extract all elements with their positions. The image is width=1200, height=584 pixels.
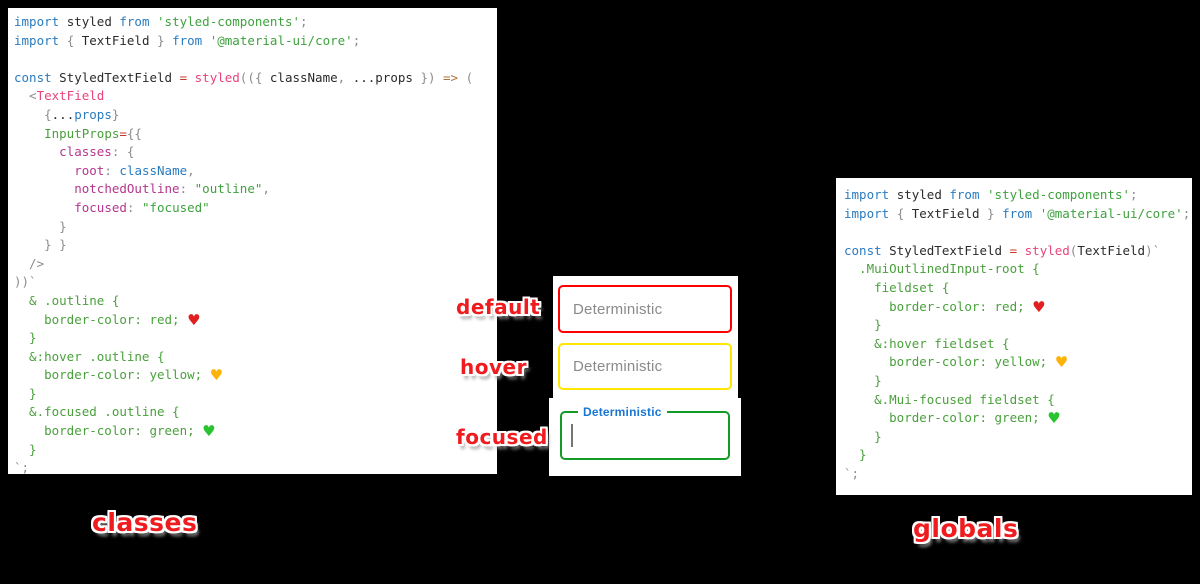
code-line: &.Mui-focused fieldset { [844,391,1055,407]
code-line: import { TextField } from '@material-ui/… [14,32,361,48]
code-line: } [14,441,37,457]
code-line [844,223,1192,242]
textfield-hover[interactable]: Deterministic [558,343,732,390]
code-line: const StyledTextField = styled(TextField… [844,242,1161,258]
green-heart-icon: ♥ [1047,409,1061,428]
code-line: &.focused .outline { [14,404,180,420]
code-line: } [14,330,37,346]
textfield-default[interactable]: Deterministic [558,285,732,333]
code-line [14,50,497,69]
textfield-focused[interactable]: Deterministic [560,405,730,460]
annotation-default: default [456,295,541,319]
code-line: `; [14,460,30,476]
code-line: } [844,317,882,333]
textfield-placeholder: Deterministic [573,300,663,318]
code-line: & .outline { [14,292,120,308]
yellow-heart-icon: ♥ [209,366,224,385]
yellow-heart-icon: ♥ [1054,353,1069,372]
right-code-panel: import styled from 'styled-components'; i… [836,178,1192,495]
code-line: border-color: green; ♥ [14,422,216,441]
code-line: import styled from 'styled-components'; [14,14,308,29]
code-line: import { TextField } from '@material-ui/… [844,205,1191,221]
code-line: ))` [14,274,37,290]
red-heart-icon: ♥ [1032,297,1046,316]
red-heart-icon: ♥ [187,310,201,329]
code-line: &:hover fieldset { [844,335,1010,351]
code-line: } [844,428,882,444]
code-line: import styled from 'styled-components'; [844,187,1138,202]
code-line: border-color: red; ♥ [14,310,201,329]
code-line: border-color: red; ♥ [844,297,1046,316]
code-line: <TextField [14,88,105,104]
annotation-hover: hover [460,355,527,379]
text-cursor [571,424,573,447]
code-block-globals: import styled from 'styled-components'; i… [836,178,1192,484]
annotation-focused: focused [456,425,548,449]
code-line: border-color: green; ♥ [844,409,1061,428]
code-line: &:hover .outline { [14,348,165,364]
code-line: } } [14,237,67,253]
left-code-panel: import styled from 'styled-components'; i… [8,8,497,475]
code-line: border-color: yellow; ♥ [14,366,224,385]
textfield-placeholder: Deterministic [573,358,663,375]
code-line: border-color: yellow; ♥ [844,353,1069,372]
code-line: } [844,372,882,388]
code-line: notchedOutline: "outline", [74,181,270,197]
caption-classes: classes [92,508,198,537]
code-line: InputProps={{ [44,125,142,141]
textfield-floating-label: Deterministic [578,405,667,419]
code-line: .MuiOutlinedInput-root { [844,261,1040,277]
code-line: } [14,218,67,234]
textfield-demo-panel-focused: Deterministic [549,398,741,476]
caption-globals: globals [913,514,1019,543]
code-line: root: className, [74,162,195,178]
code-block-classes: import styled from 'styled-components'; i… [8,8,497,478]
code-line: fieldset { [844,279,950,295]
code-line: } [844,447,867,463]
code-line: `; [844,465,860,481]
code-line: classes: { [59,144,135,160]
code-line: } [14,385,37,401]
code-line: {...props} [14,106,120,122]
code-line: focused: "focused" [74,199,210,215]
code-line: const StyledTextField = styled(({ classN… [14,69,474,85]
textfield-demo-panel: Deterministic Deterministic [553,276,738,398]
code-line: /> [14,255,45,271]
green-heart-icon: ♥ [202,422,216,441]
